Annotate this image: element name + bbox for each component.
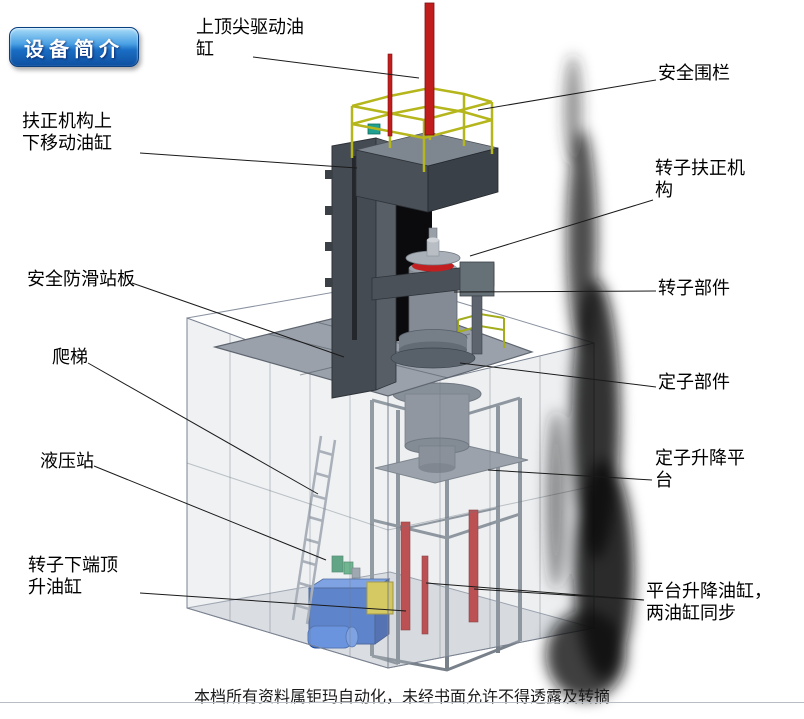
rotor-assembly (371, 227, 495, 369)
copyright-footer: 本档所有资料属钜玛自动化，未经书面允许不得透露及转摘 (193, 689, 610, 706)
label-anti-slip-platform: 安全防滑站板 (27, 269, 135, 289)
leader-line (453, 290, 657, 293)
label-rotor-centering-mechanism: 转子扶正机 构 (655, 158, 745, 200)
label-ladder: 爬梯 (52, 347, 88, 367)
label-top-center-drive-cylinder: 上顶尖驱动油 缸 (196, 17, 304, 59)
leader-line (469, 199, 654, 257)
leader-line (487, 469, 653, 481)
enclosure (186, 281, 595, 669)
leader-line (139, 592, 407, 612)
leader-line (252, 56, 420, 79)
leader-line (459, 362, 657, 388)
stator-lower-assembly (392, 382, 482, 473)
label-stator-lift-platform: 定子升降平 台 (655, 448, 745, 490)
label-stator-component: 定子部件 (658, 372, 730, 392)
label-hydraulic-station: 液压站 (40, 451, 94, 471)
lift-frame (370, 396, 529, 672)
leader-lines (87, 56, 657, 612)
label-centering-lift-cylinder: 扶正机构上 下移动油缸 (22, 111, 112, 153)
bottom-divider (0, 702, 804, 703)
title-badge: 设备简介 (9, 27, 139, 67)
label-rotor-bottom-jack-cylinder: 转子下端顶 升油缸 (28, 555, 118, 597)
label-rotor-component: 转子部件 (658, 278, 730, 298)
leader-line (87, 362, 319, 495)
leader-line (477, 79, 657, 111)
leader-line (139, 152, 358, 169)
leader-line (93, 465, 327, 561)
ladder (291, 435, 337, 625)
platform-lift-cylinders (400, 509, 479, 635)
head-assembly (355, 123, 499, 213)
leader-line (425, 582, 645, 601)
label-platform-lift-cylinders: 平台升降油缸， 两油缸同步 (646, 581, 772, 623)
leader-line (131, 282, 345, 358)
top-drive-cylinders (387, 2, 435, 137)
shadow-smudge (546, 55, 634, 700)
label-safety-fence: 安全围栏 (658, 63, 730, 83)
